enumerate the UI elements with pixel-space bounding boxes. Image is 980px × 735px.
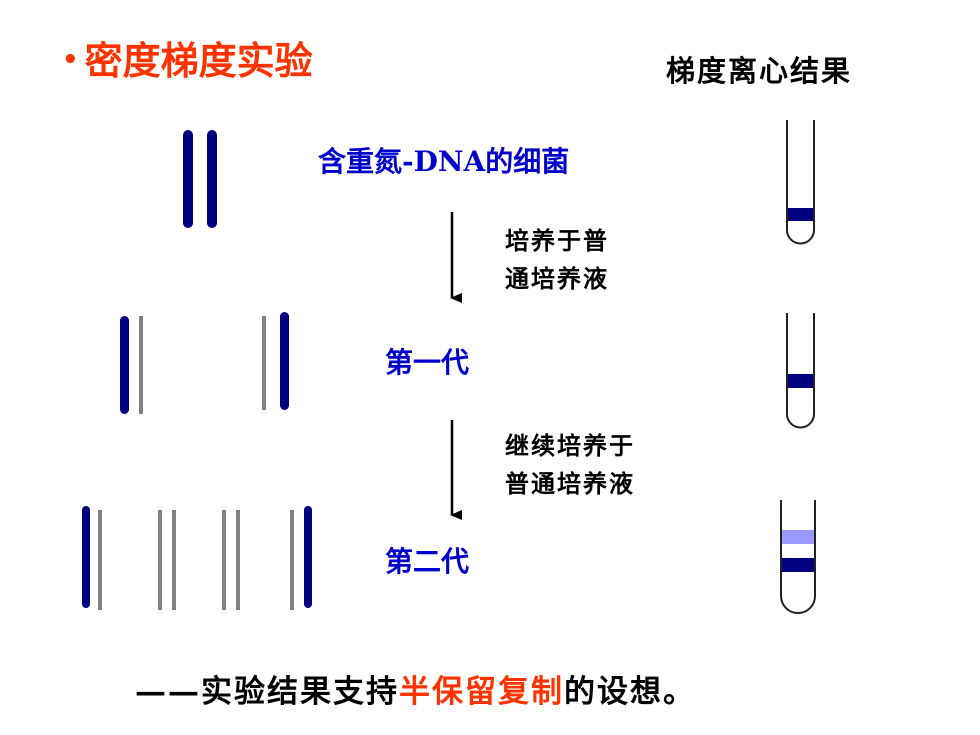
centrifuge-tube-1: [786, 120, 815, 245]
conclusion-highlight: 半保留复制: [399, 674, 564, 710]
dna-strand-heavy: [183, 130, 193, 228]
step-note-1-line1: 培养于普: [505, 226, 609, 255]
dna-strand-light: [222, 510, 226, 610]
dna-strand-heavy: [280, 312, 289, 410]
dna-strand-heavy: [82, 506, 90, 608]
dna-band-heavy: [787, 208, 814, 221]
dna-band-intermediate: [781, 558, 815, 572]
dna-strand-light: [290, 510, 294, 610]
step-note-1-line2: 通培养液: [505, 264, 609, 293]
tube-outline: [780, 500, 816, 614]
dna-strand-heavy: [120, 316, 129, 414]
dna-strand-light: [262, 316, 266, 410]
centrifuge-tube-2: [786, 313, 815, 429]
centrifuge-tube-3: [780, 500, 816, 614]
conclusion-prefix: ——实验结果支持: [135, 674, 399, 710]
dna-strand-light: [172, 510, 176, 610]
dna-strand-light: [139, 316, 143, 414]
conclusion-suffix: 的设想。: [564, 674, 696, 710]
dna-generation-2: [82, 506, 312, 610]
dna-band-light: [781, 530, 815, 544]
step-note-2-line1: 继续培养于: [505, 431, 635, 460]
slide-title: •密度梯度实验: [62, 30, 313, 85]
dna-strand-heavy: [207, 130, 217, 228]
conclusion: ——实验结果支持半保留复制的设想。: [135, 666, 696, 711]
dna-strand-light: [158, 510, 162, 610]
step-note-1: 培养于普 通培养液: [505, 222, 609, 298]
dna-generation-1: [120, 312, 289, 414]
tube-outline: [786, 313, 815, 429]
dna-strand-light: [236, 510, 240, 610]
title-bullet: •: [62, 45, 79, 75]
step-note-2-line2: 普通培养液: [505, 469, 635, 498]
centrifuge-result-heading: 梯度离心结果: [666, 54, 853, 88]
stage-label-parent: 含重氮-DNA的细菌: [318, 145, 570, 178]
dna-band-intermediate: [787, 374, 814, 388]
dna-strand-light: [98, 510, 102, 610]
title-text: 密度梯度实验: [84, 39, 313, 83]
dna-strand-heavy: [304, 506, 312, 608]
stage-label-generation-1: 第一代: [385, 346, 470, 379]
step-note-2: 继续培养于 普通培养液: [505, 427, 635, 503]
stage-label-generation-2: 第二代: [385, 545, 470, 578]
tube-outline: [786, 120, 815, 245]
dna-parent: [183, 130, 217, 228]
